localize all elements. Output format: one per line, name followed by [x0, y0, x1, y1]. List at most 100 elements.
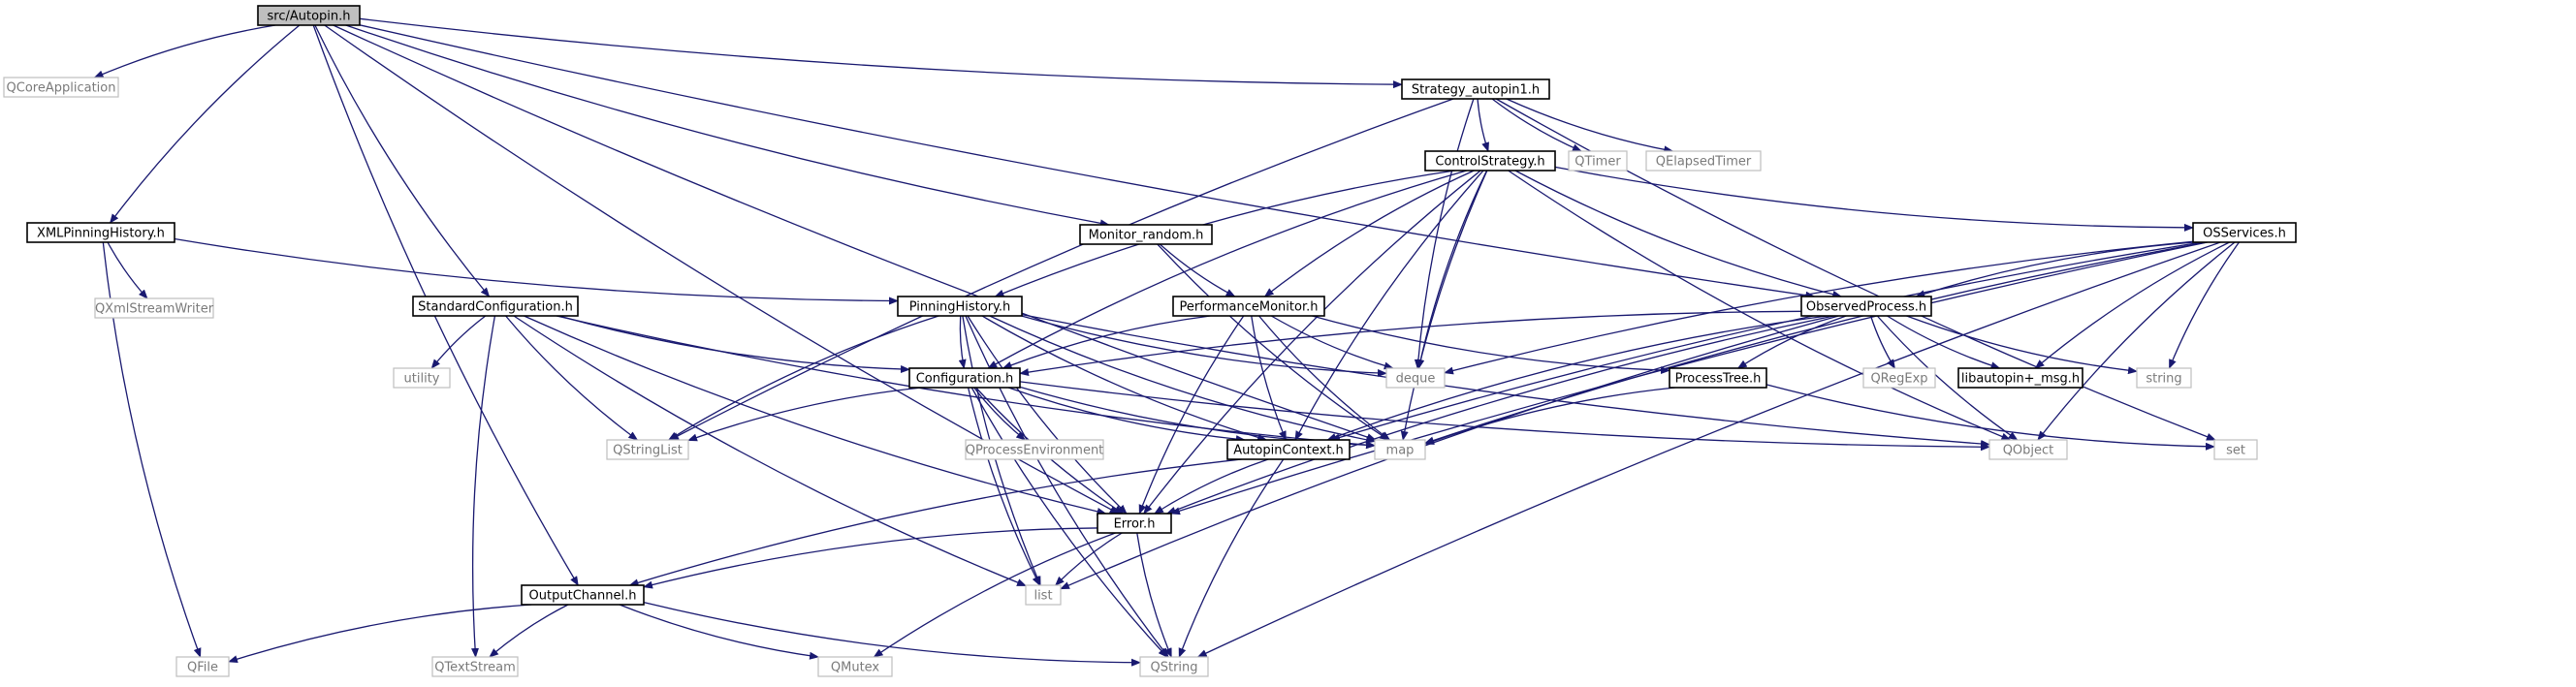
edge-ossvc-to-libmsg: [2034, 241, 2230, 369]
edge-ctrl-to-deque: [1416, 170, 1488, 369]
node-proctree[interactable]: ProcessTree.h: [1669, 367, 1767, 389]
node-qfile-label: QFile: [187, 661, 218, 675]
node-set-box: [2213, 439, 2258, 460]
node-error[interactable]: Error.h: [1097, 513, 1172, 534]
node-layer: src/Autopin.hQCoreApplicationXMLPinningH…: [3, 5, 2297, 677]
node-pinhist-label: PinningHistory.h: [909, 300, 1011, 315]
node-qprocenv-box: [965, 439, 1104, 460]
edge-ctrl-to-error: [1143, 170, 1481, 515]
node-list: list: [1025, 584, 1062, 606]
edge-error-to-qstring: [1136, 532, 1172, 658]
edge-strat-to-qtimer: [1491, 98, 1582, 152]
node-libmsg-label: libautopin+_msg.h: [1961, 372, 2080, 387]
node-qxml-box: [94, 297, 214, 319]
edge-ossvc-to-qstring: [1196, 241, 2221, 658]
node-qprocenv: QProcessEnvironment: [965, 439, 1104, 460]
edge-config-to-qprocenv: [973, 387, 1027, 441]
edge-ossvc-to-autoctx: [1330, 241, 2203, 442]
node-xmlpin[interactable]: XMLPinningHistory.h: [26, 222, 175, 243]
node-qprocenv-label: QProcessEnvironment: [966, 444, 1104, 458]
node-qobject: QObject: [1988, 439, 2068, 460]
edge-obsproc-to-string: [1906, 315, 2138, 375]
node-qfile-box: [175, 656, 230, 677]
node-xmlpin-box: [26, 222, 175, 243]
node-ossvc-label: OSServices.h: [2203, 227, 2286, 241]
edge-autoctx-to-error: [1154, 458, 1269, 515]
edge-xmlpin-to-qxml: [107, 241, 148, 299]
edge-ctrl-to-pinhist: [994, 170, 1455, 297]
edge-obsproc-to-error: [1165, 315, 1834, 515]
edge-ctrl-to-perfmon: [1263, 170, 1475, 297]
node-qfile: QFile: [175, 656, 230, 677]
edge-ctrl-to-config: [987, 170, 1467, 369]
node-qxml: QXmlStreamWriter: [94, 297, 214, 319]
edge-strat-to-qelapsed: [1506, 98, 1674, 154]
node-outch[interactable]: OutputChannel.h: [521, 584, 645, 606]
node-qstring: QString: [1139, 656, 1209, 677]
edge-ossvc-to-error: [1170, 241, 2208, 515]
node-autopin-box: [257, 5, 361, 26]
node-qmutex-label: QMutex: [831, 661, 880, 675]
edge-autopin-to-qcoreapp: [93, 24, 276, 78]
node-monrand[interactable]: Monitor_random.h: [1079, 224, 1213, 245]
edge-pinhist-to-autoctx: [981, 315, 1268, 442]
edge-obsproc-to-autoctx: [1326, 315, 1828, 441]
node-set-label: set: [2226, 444, 2245, 458]
edge-ctrl-to-autoctx: [1294, 170, 1484, 441]
node-xmlpin-label: XMLPinningHistory.h: [37, 227, 165, 241]
edge-proctree-to-set: [1765, 384, 2215, 451]
edge-autopin-to-map: [333, 24, 1377, 441]
edge-pinhist-to-error: [967, 315, 1128, 515]
node-strat-label: Strategy_autopin1.h: [1412, 83, 1540, 98]
node-perfmon[interactable]: PerformanceMonitor.h: [1172, 296, 1325, 317]
node-strat[interactable]: Strategy_autopin1.h: [1401, 78, 1550, 100]
node-proctree-box: [1669, 367, 1767, 389]
node-config[interactable]: Configuration.h: [908, 367, 1021, 389]
edge-perfmon-to-proctree: [1312, 315, 1670, 375]
edge-stdconf-to-error: [524, 315, 1107, 515]
node-set: set: [2213, 439, 2258, 460]
edge-strat-to-deque: [1414, 98, 1475, 369]
node-string: string: [2136, 367, 2192, 389]
node-ctrl[interactable]: ControlStrategy.h: [1424, 150, 1556, 172]
node-stdconf[interactable]: StandardConfiguration.h: [412, 296, 579, 317]
node-ctrl-label: ControlStrategy.h: [1435, 155, 1544, 170]
edge-ctrl-to-obsproc: [1514, 170, 1843, 298]
edge-obsproc-to-libmsg: [1887, 315, 2001, 370]
node-pinhist[interactable]: PinningHistory.h: [897, 296, 1023, 317]
edge-autopin-to-stdconf: [314, 24, 491, 297]
node-ossvc[interactable]: OSServices.h: [2192, 222, 2297, 243]
node-autoctx[interactable]: AutopinContext.h: [1226, 439, 1351, 460]
node-qstrlist-box: [606, 439, 689, 460]
edge-autopin-to-monrand: [345, 24, 1110, 228]
edge-autoctx-to-outch: [628, 458, 1242, 587]
node-obsproc[interactable]: ObservedProcess.h: [1800, 296, 1932, 317]
edge-config-to-qobject: [1019, 381, 1990, 452]
edge-perfmon-to-error: [1138, 315, 1245, 515]
edge-proctree-to-map: [1424, 387, 1675, 445]
edge-obsproc-to-proctree: [1736, 315, 1847, 369]
edge-autopin-to-obsproc: [359, 24, 1816, 299]
node-qtimer-box: [1568, 150, 1628, 172]
node-qmutex: QMutex: [817, 656, 893, 677]
node-map: map: [1374, 439, 1426, 460]
edge-ossvc-to-deque: [1444, 240, 2194, 375]
node-qcoreapp-box: [3, 77, 119, 98]
edge-obsproc-to-list: [1060, 315, 1839, 590]
node-qelapsed-label: QElapsedTimer: [1656, 155, 1752, 170]
edge-layer: [93, 17, 2240, 667]
node-qcoreapp: QCoreApplication: [3, 77, 119, 98]
edge-stdconf-to-config: [558, 315, 910, 373]
edge-stdconf-to-list: [513, 315, 1027, 587]
node-outch-box: [521, 584, 645, 606]
node-qxml-label: QXmlStreamWriter: [95, 302, 214, 317]
node-autopin[interactable]: src/Autopin.h: [257, 5, 361, 26]
node-pinhist-box: [897, 296, 1023, 317]
edge-pinhist-to-qobject: [1021, 313, 1990, 448]
node-map-box: [1374, 439, 1426, 460]
node-deque-box: [1385, 367, 1446, 389]
node-libmsg[interactable]: libautopin+_msg.h: [1957, 367, 2083, 389]
node-ossvc-box: [2192, 222, 2297, 243]
edge-pinhist-to-deque: [1021, 315, 1387, 377]
node-qtextstream: QTextStream: [431, 656, 519, 677]
